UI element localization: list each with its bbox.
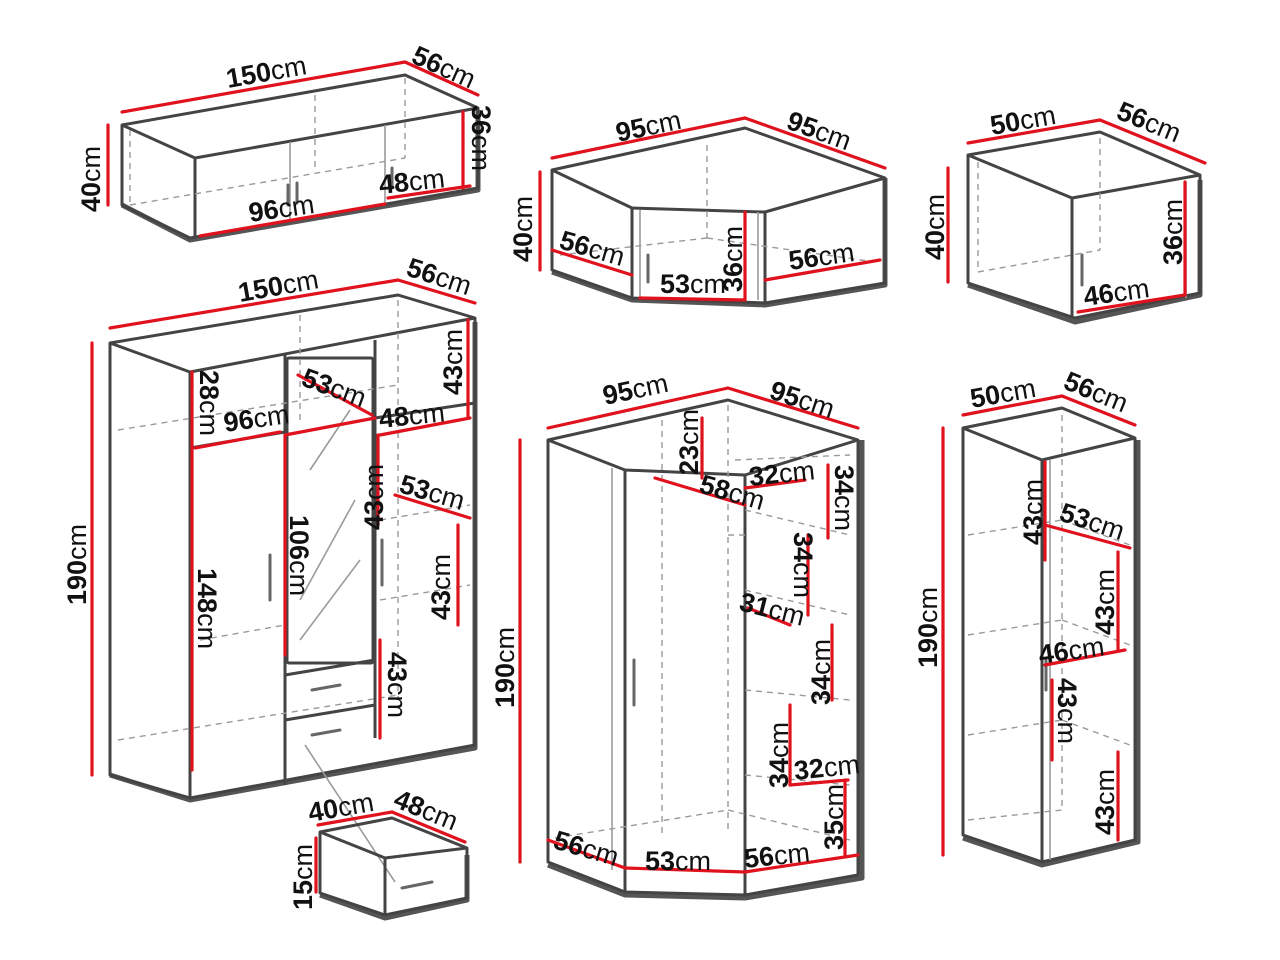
top-box-150-height-label: 40cm (76, 146, 106, 212)
top-box-corner-inner-height-label: 36cm (718, 226, 748, 292)
wardrobe-150-shelf-53a-label: 53cm (298, 362, 370, 413)
shelf-50-inner-43d-label: 43cm (1090, 769, 1120, 835)
wardrobe-150-inner-43b-label: 43cm (426, 554, 456, 620)
corner-wardrobe-side-35-label: 35cm (819, 784, 849, 850)
drawer-height-label: 15cm (288, 844, 318, 910)
wardrobe-150-height-label: 190cm (62, 524, 92, 605)
corner-wardrobe-width-b-label: 95cm (766, 375, 838, 424)
wardrobe-150-mirror-106-label: 106cm (284, 515, 314, 596)
top-box-corner-depth-left-label: 56cm (556, 225, 628, 272)
wardrobe-150-inner-43c-label: 43cm (382, 652, 412, 718)
wardrobe-150-shelf-53b-label: 53cm (396, 469, 468, 516)
wardrobe-150-door-96-label: 96cm (222, 399, 292, 438)
top-box-150-depth-label: 56cm (408, 40, 481, 94)
top-box-50 (946, 118, 1207, 325)
drawer (304, 744, 470, 921)
shelf-50-inner-43c-label: 43cm (1052, 678, 1082, 744)
corner-wardrobe-base-53-label: 53cm (645, 846, 711, 876)
corner-wardrobe-top-23-label: 23cm (674, 409, 704, 475)
corner-wardrobe-width-a-label: 95cm (600, 368, 671, 411)
wardrobe-150-inner-43a-label: 43cm (359, 464, 389, 530)
shelf-50 (941, 394, 1141, 868)
top-box-50-height-label: 40cm (920, 194, 950, 260)
corner-wardrobe (518, 386, 865, 901)
top-box-150 (106, 60, 481, 243)
corner-wardrobe-side-34a-label: 34cm (829, 465, 859, 531)
shelf-50-shelf-46-label: 46cm (1037, 631, 1107, 670)
top-box-150-door-left-label: 96cm (247, 189, 317, 228)
corner-wardrobe-base-56b-label: 56cm (742, 837, 811, 874)
top-box-150-door-right-label: 48cm (377, 163, 446, 200)
corner-wardrobe-side-34d-label: 34cm (764, 722, 794, 788)
top-box-corner-depth-right-label: 56cm (787, 237, 857, 276)
top-box-50-door-width-label: 46cm (1082, 273, 1152, 312)
wardrobe-150-inner-148-label: 148cm (192, 568, 222, 649)
shelf-50-inner-43b-label: 43cm (1090, 569, 1120, 635)
shelf-50-width-label: 50cm (968, 373, 1038, 414)
top-box-corner-height-label: 40cm (508, 196, 538, 262)
top-box-corner (538, 116, 888, 308)
corner-wardrobe-shelf-32b-label: 32cm (792, 749, 861, 786)
top-box-150-inner-height-label: 36cm (466, 105, 496, 171)
top-box-corner-width-b-label: 95cm (783, 105, 855, 156)
mirror-door (285, 356, 375, 665)
corner-wardrobe-side-34c-label: 34cm (806, 639, 836, 705)
wardrobe-150-top-left-label: 28cm (194, 370, 224, 436)
wardrobe-150-door-48-label: 48cm (377, 397, 446, 434)
corner-wardrobe-height-label: 190cm (490, 627, 520, 708)
shelf-50-inner-43a-label: 43cm (1018, 479, 1048, 545)
drawer-depth-label: 48cm (390, 784, 462, 837)
top-box-50-width-label: 50cm (988, 100, 1058, 141)
top-box-corner-width-a-label: 95cm (613, 105, 684, 148)
drawer-width-label: 40cm (306, 787, 376, 828)
wardrobe-150 (90, 278, 478, 803)
corner-wardrobe-shelf-32a-label: 32cm (747, 455, 816, 492)
wardrobe-150-top-right-label: 43cm (438, 329, 468, 395)
top-box-50-inner-height-label: 36cm (1158, 199, 1188, 265)
top-box-corner-front-label: 53cm (660, 269, 726, 299)
shelf-50-height-label: 190cm (913, 587, 943, 668)
corner-wardrobe-side-34b-label: 34cm (788, 532, 818, 598)
